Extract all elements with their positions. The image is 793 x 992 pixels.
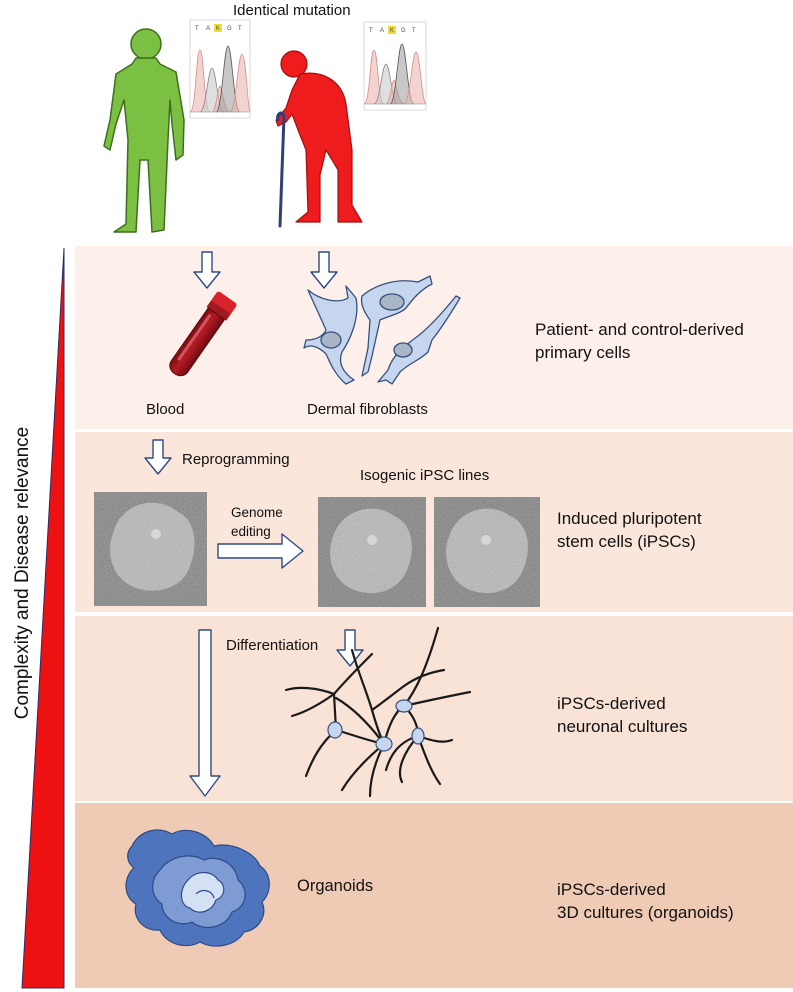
neuron-cell-bodies — [327, 699, 425, 752]
isogenic-ipsc-lines-label: Isogenic iPSC lines — [360, 467, 490, 484]
row-description-neuronal-cultures: iPSCs-derived neuronal cultures — [557, 694, 688, 736]
svg-text:K: K — [216, 26, 220, 32]
svg-text:T: T — [238, 26, 242, 32]
organoids-label: Organoids — [297, 877, 374, 895]
svg-text:T: T — [412, 28, 416, 34]
row-description-primary-cells: Patient- and control-derived primary cel… — [535, 320, 744, 362]
ipsc-colony-image-isogenic-1 — [318, 497, 426, 607]
svg-text:A: A — [380, 28, 384, 34]
arrow-down-reprogramming — [144, 439, 172, 475]
row-description-ipscs: Induced pluripotent stem cells (iPSCs) — [557, 509, 702, 551]
ipsc-colony-image-isogenic-2 — [434, 497, 540, 607]
arrow-down-differentiation — [336, 629, 364, 667]
chromatogram-control-icon: T A K G T — [189, 19, 251, 119]
svg-text:A: A — [206, 26, 210, 32]
arrow-down-fibroblasts — [310, 251, 338, 289]
organoid-icon — [125, 829, 270, 947]
arrow-down-blood — [193, 251, 221, 289]
complexity-axis-label: Complexity and Disease relevance — [12, 426, 33, 720]
svg-text:G: G — [401, 28, 406, 34]
arrow-down-to-organoids — [189, 629, 221, 797]
svg-text:T: T — [195, 26, 199, 32]
complexity-gradient-triangle — [21, 247, 65, 989]
patient-person-icon — [275, 50, 363, 228]
chromatogram-patient-icon: T A K G T — [363, 21, 427, 111]
svg-text:T: T — [369, 28, 373, 34]
differentiation-label: Differentiation — [226, 637, 319, 654]
identical-mutation-label: Identical mutation — [233, 2, 351, 19]
ipsc-colony-image-parental — [94, 492, 207, 606]
arrow-right-genome-editing — [217, 533, 304, 569]
dermal-fibroblasts-label: Dermal fibroblasts — [307, 401, 428, 418]
svg-text:G: G — [227, 26, 232, 32]
reprogramming-label: Reprogramming — [182, 451, 290, 468]
control-person-icon — [103, 28, 185, 233]
blood-label: Blood — [146, 401, 185, 418]
row-description-organoids: iPSCs-derived 3D cultures (organoids) — [557, 880, 734, 922]
svg-text:K: K — [390, 28, 394, 34]
fibroblast-cells-icon — [303, 275, 461, 385]
genome-editing-label: Genome editing — [231, 505, 283, 539]
blood-tube-icon — [169, 291, 237, 377]
row-band-neuronal-cultures — [75, 616, 793, 801]
